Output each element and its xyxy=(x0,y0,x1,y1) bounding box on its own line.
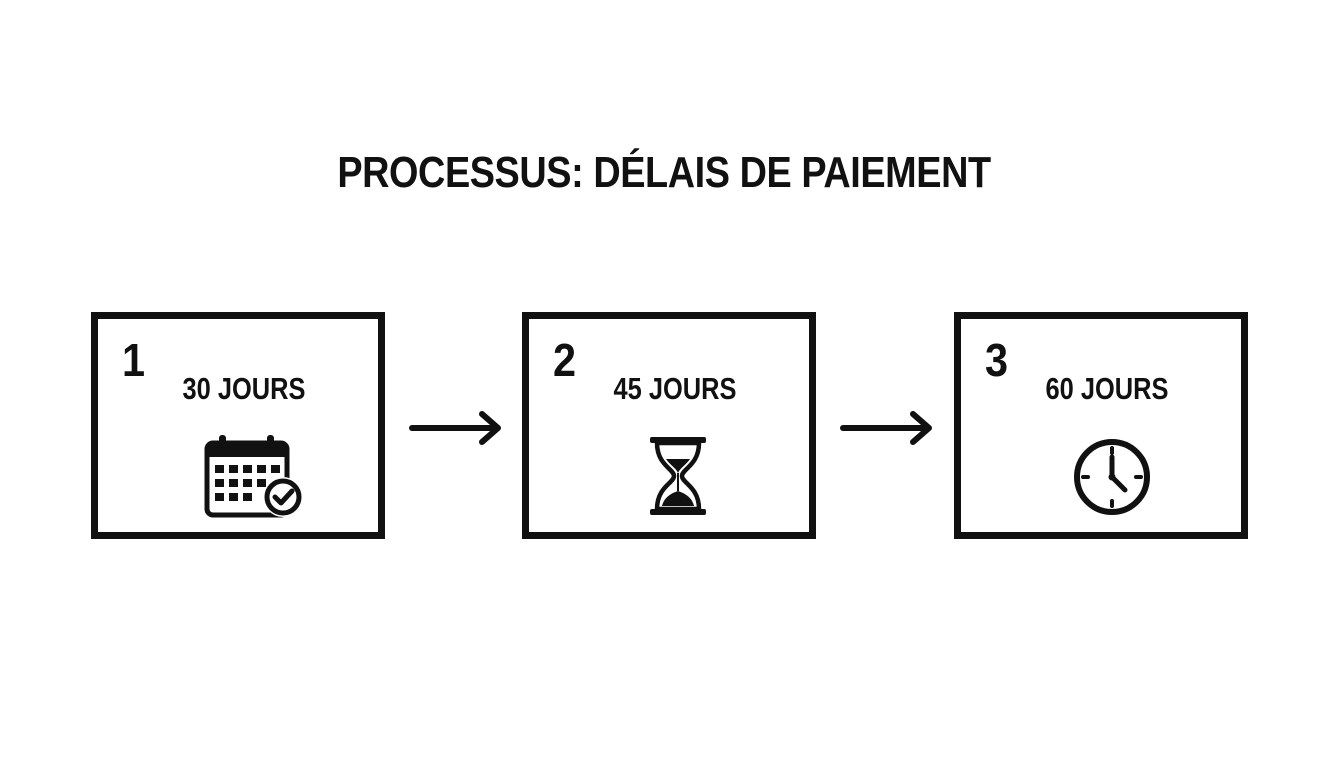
hourglass-icon xyxy=(650,437,706,515)
arrow-right-icon xyxy=(840,411,932,445)
step-box-3: 3 60 JOURS xyxy=(954,312,1248,539)
step-number: 2 xyxy=(553,334,577,386)
step-number: 1 xyxy=(122,334,146,386)
clock-icon xyxy=(1074,439,1150,515)
calendar-check-icon xyxy=(204,435,303,518)
step-box-2: 2 45 JOURS xyxy=(522,312,816,539)
step-box-1: 1 30 JOURS xyxy=(91,312,385,539)
step-label: 45 JOURS xyxy=(613,371,737,406)
step-label: 60 JOURS xyxy=(1045,371,1169,406)
arrow-right-icon xyxy=(409,411,501,445)
step-label: 30 JOURS xyxy=(182,371,306,406)
step-number: 3 xyxy=(985,334,1009,386)
page-title: PROCESSUS: DÉLAIS DE PAIEMENT xyxy=(337,148,991,197)
